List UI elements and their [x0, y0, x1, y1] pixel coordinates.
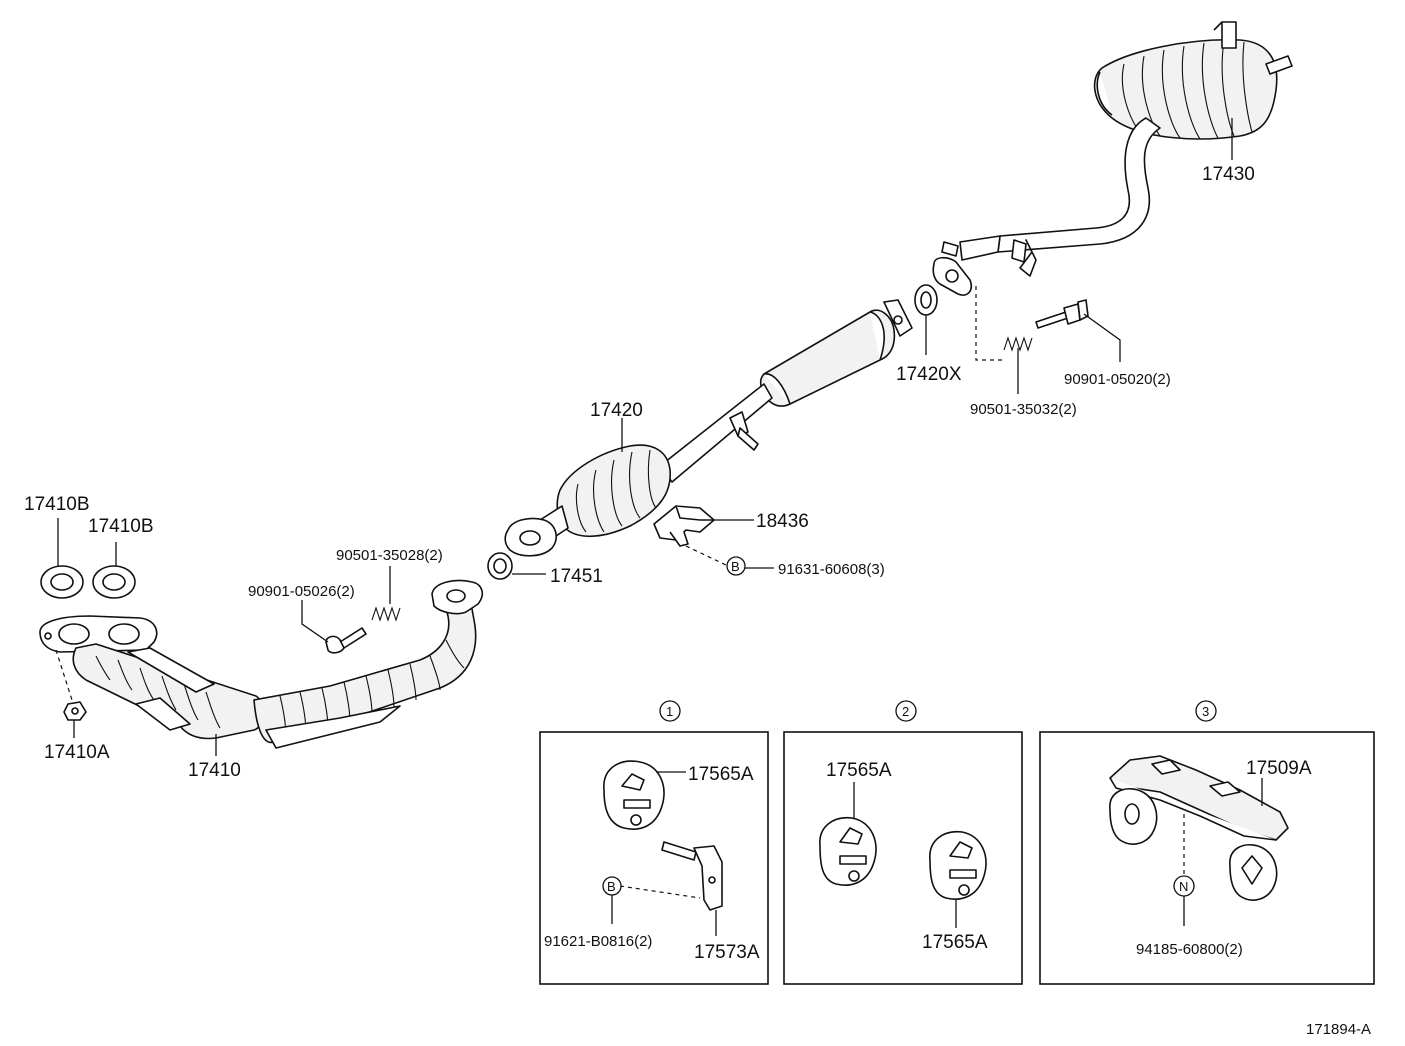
gasket-17410b-1[interactable]: [40, 565, 84, 599]
box3-number: 3: [1202, 704, 1209, 719]
label-17410b-2: 17410B: [88, 516, 154, 537]
detail-box-2: [783, 731, 1023, 985]
bracket-17573a[interactable]: [661, 841, 723, 911]
label-90901-05026: 90901-05026(2): [248, 583, 355, 600]
label-17430: 17430: [1202, 164, 1255, 185]
gasket-17410b-2[interactable]: [92, 565, 136, 599]
nut-17410a[interactable]: [63, 701, 87, 721]
callout-b-text: B: [731, 559, 740, 574]
label-17420: 17420: [590, 400, 643, 421]
bolt-90901-05026[interactable]: [325, 627, 367, 654]
hanger-17565a-box2-right[interactable]: [929, 831, 987, 900]
detail-box-3: [1039, 731, 1375, 985]
label-91621-b0816: 91621-B0816(2): [544, 933, 652, 950]
label-box2-17565a-bottom: 17565A: [922, 932, 988, 953]
label-90501-35032: 90501-35032(2): [970, 401, 1077, 418]
gasket-17420x[interactable]: [914, 284, 938, 316]
box3-callout-n-text: N: [1179, 879, 1188, 894]
gasket-17451[interactable]: [487, 552, 513, 580]
hanger-17509a[interactable]: [1109, 755, 1289, 901]
hanger-17565a-box1[interactable]: [603, 760, 665, 830]
box1-callout-b-text: B: [607, 879, 616, 894]
spring-90501-35032[interactable]: [1003, 336, 1033, 352]
detail-box-1: [539, 731, 769, 985]
box2-number: 2: [902, 704, 909, 719]
label-94185-60800: 94185-60800(2): [1136, 941, 1243, 958]
bracket-18436[interactable]: [653, 505, 715, 547]
hanger-17565a-box2-left[interactable]: [819, 817, 877, 886]
box2-number-badge: [895, 700, 917, 722]
box3-number-badge: [1195, 700, 1217, 722]
center-exhaust-pipe[interactable]: [504, 299, 913, 557]
tailpipe-muffler[interactable]: [932, 21, 1293, 296]
spring-90501-35028[interactable]: [371, 606, 401, 622]
label-90901-05020: 90901-05020(2): [1064, 371, 1171, 388]
bolt-90901-05020[interactable]: [1035, 299, 1089, 329]
label-17451: 17451: [550, 566, 603, 587]
diagram-id: 171894-A: [1306, 1021, 1371, 1038]
box1-number-badge: [659, 700, 681, 722]
label-box2-17565a-top: 17565A: [826, 760, 892, 781]
label-17420x: 17420X: [896, 364, 962, 385]
label-18436: 18436: [756, 511, 809, 532]
callout-b: [726, 556, 746, 576]
front-exhaust-pipe[interactable]: [39, 579, 484, 749]
label-17410: 17410: [188, 760, 241, 781]
label-box1-17565a: 17565A: [688, 764, 754, 785]
label-17410a: 17410A: [44, 742, 110, 763]
box1-number: 1: [666, 704, 673, 719]
label-17573a: 17573A: [694, 942, 760, 963]
label-91631-60608: 91631-60608(3): [778, 561, 885, 578]
label-17509a: 17509A: [1246, 758, 1312, 779]
label-17410b-1: 17410B: [24, 494, 90, 515]
label-90501-35028: 90501-35028(2): [336, 547, 443, 564]
